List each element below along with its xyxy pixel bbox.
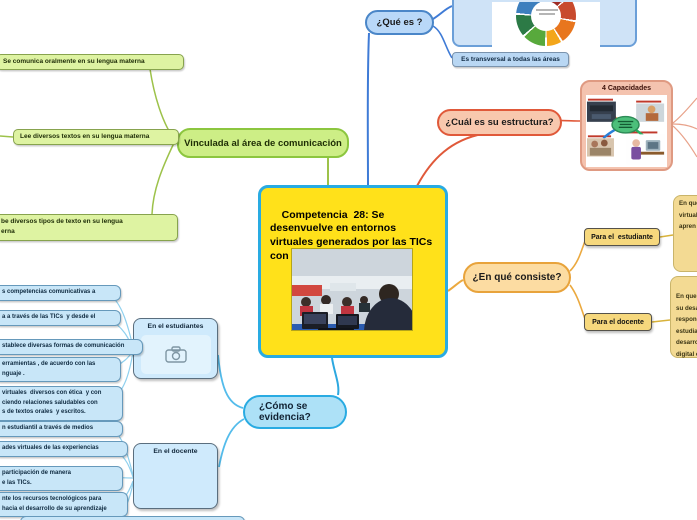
topic-estructura[interactable]: ¿Cuál es su estructura?: [437, 109, 562, 136]
capacidades-mindmap-image: [586, 95, 667, 167]
topic-vinculada-comunicacion[interactable]: Vinculada al área de comunicación: [177, 128, 349, 158]
node-para-docente[interactable]: Para el docente: [584, 313, 652, 331]
detail-text-line: virtual: [679, 211, 697, 219]
green-text-line: Se comunica oralmente en su lengua mater…: [3, 58, 145, 65]
evidence-student-item[interactable]: erramientas , de acuerdo con las nguaje …: [0, 357, 121, 383]
puzzle-circle-image: [492, 2, 600, 47]
node-transversal-label: Es transversal a todas las áreas: [461, 56, 560, 63]
detail-text-line: estudiant: [676, 327, 697, 335]
topic-vinculada-label: Vinculada al área de comunicación: [184, 137, 342, 149]
evidence-teacher-item[interactable]: n estudiantil a través de medios: [0, 421, 123, 437]
node-transversal[interactable]: Es transversal a todas las áreas: [452, 52, 569, 67]
evidence-text-line: erramientas , de acuerdo con las: [2, 361, 96, 367]
evidence-teacher-item[interactable]: participación de manera e las TICs.: [0, 466, 123, 492]
node-en-el-estudiantes-label: En el estudiantes: [147, 323, 204, 330]
evidence-student-item[interactable]: a a través de las TICs y desde el: [0, 310, 121, 326]
node-para-estudiante-label: Para el estudiante: [591, 233, 653, 241]
green-text-line: Lee diversos textos en su lengua materna: [20, 133, 150, 140]
node-para-estudiante[interactable]: Para el estudiante: [584, 228, 660, 246]
evidence-text-line: participación de manera: [2, 470, 72, 476]
evidence-teacher-item[interactable]: nte los recursos tecnológicos para hacia…: [0, 492, 128, 518]
node-en-el-estudiantes[interactable]: En el estudiantes: [133, 318, 218, 379]
evidence-text-line: hacia el desarrollo de su aprendizaje: [2, 505, 107, 512]
node-en-el-docente-label: En el docente: [153, 448, 198, 455]
evidence-student-item[interactable]: stablece diversas formas de comunicación: [0, 339, 143, 355]
evidence-item-cutoff[interactable]: [20, 516, 245, 520]
evidence-text-line: e las TICs.: [2, 479, 32, 486]
node-en-el-docente[interactable]: En el docente: [133, 443, 218, 509]
que-es-image-node[interactable]: [452, 0, 637, 47]
evidence-text-line: ades virtuales de las experiencias: [2, 445, 99, 451]
topic-como-se-evidencia[interactable]: ¿Cómo se evidencia?: [243, 395, 347, 429]
node-escribe-diversos-textos[interactable]: be diversos tipos de texto en su lengua …: [0, 214, 178, 241]
evidence-text-line: n estudiantil a través de medios: [2, 425, 94, 431]
node-4-capacidades[interactable]: 4 Capacidades: [580, 80, 673, 171]
node-para-docente-label: Para el docente: [592, 318, 644, 326]
node-lee-diversos-textos[interactable]: Lee diversos textos en su lengua materna: [13, 129, 179, 146]
detail-text-line: desarrollo: [676, 339, 697, 347]
topic-como-label: ¿Cómo se evidencia?: [259, 401, 311, 423]
detail-text-line: En que ge: [676, 293, 697, 300]
evidence-teacher-item[interactable]: ades virtuales de las experiencias: [0, 441, 128, 457]
topic-estructura-label: ¿Cuál es su estructura?: [445, 117, 554, 128]
evidence-text-line: s competencias comunicativas a: [2, 289, 96, 295]
evidence-text-line: nte los recursos tecnológicos para: [2, 496, 102, 502]
topic-que-es[interactable]: ¿Qué es ?: [365, 10, 434, 35]
evidence-text-line: s de textos orales y escritos.: [2, 409, 86, 416]
camera-icon: [165, 346, 187, 363]
evidence-text-line: nguaje .: [2, 370, 25, 377]
evidence-student-item[interactable]: virtuales diversos con ética y con ciend…: [0, 386, 123, 421]
detail-text-line: digital en: [676, 350, 697, 358]
evidence-student-item[interactable]: s competencias comunicativas a: [0, 285, 121, 301]
detail-text-line: En que: [679, 200, 697, 207]
green-text-line: erna: [1, 228, 15, 236]
image-placeholder[interactable]: [141, 335, 211, 374]
topic-que-es-label: ¿Qué es ?: [376, 17, 423, 28]
detail-estudiante-node[interactable]: En que virtual apren: [673, 195, 697, 272]
classroom-photo-image: [291, 248, 413, 331]
center-topic-node[interactable]: Competencia 28: Se desenvuelve en entorn…: [258, 185, 448, 358]
evidence-text-line: stablece diversas formas de comunicación: [2, 343, 125, 349]
node-4-capacidades-title: 4 Capacidades: [601, 85, 652, 92]
topic-consiste[interactable]: ¿En qué consiste?: [463, 262, 571, 293]
node-se-comunica-oralmente[interactable]: Se comunica oralmente en su lengua mater…: [0, 54, 184, 71]
detail-text-line: su desarro: [676, 304, 697, 312]
evidence-text-line: ciendo relaciones saludables con: [2, 399, 98, 406]
green-text-line: be diversos tipos de texto en su lengua: [1, 218, 123, 225]
evidence-text-line: virtuales diversos con ética y con: [2, 390, 102, 396]
detail-text-line: apren: [679, 223, 696, 231]
topic-consiste-label: ¿En qué consiste?: [472, 272, 562, 283]
evidence-text-line: a a través de las TICs y desde el: [2, 314, 96, 320]
detail-text-line: respondie: [676, 316, 697, 324]
detail-docente-node[interactable]: En que ge su desarro respondie estudiant…: [670, 276, 697, 358]
